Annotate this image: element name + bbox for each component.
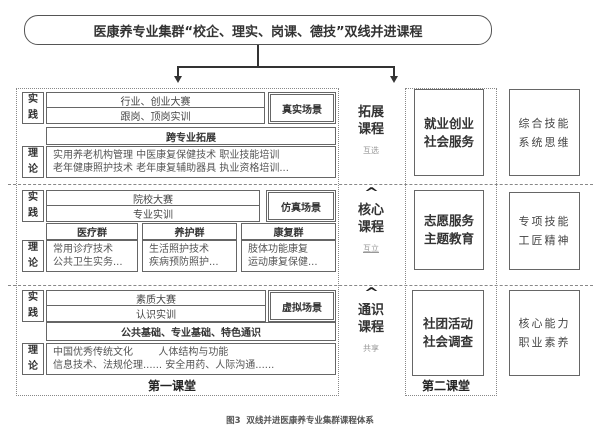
group-courses-care: 生活照护技术 疾病预防照护... (142, 240, 237, 272)
course-level-name: 核心 (357, 203, 384, 218)
label-char: 论 (28, 164, 38, 175)
box-line: 社团活动 (422, 316, 473, 331)
figure-caption: 图3 双线并进医康养专业集群课程体系 (226, 416, 374, 426)
theory-courses: 实用养老机构管理 中医康复保健技术 职业技能培训 老年健康照护技术 老年康复辅助… (46, 146, 336, 178)
theory-label: 理 论 (22, 240, 44, 272)
label-char: 践 (28, 208, 38, 219)
outcome-box: 专项技能 工匠精神 (509, 192, 580, 270)
arrow-down-icon (390, 76, 398, 83)
box-line: 系统思维 (518, 135, 571, 149)
caret-up-icon: ^ (363, 186, 379, 201)
practice-item: 跟岗、顶岗实训 (46, 107, 265, 124)
course-line: 中国优秀传统文化 人体结构与功能 (53, 347, 229, 358)
first-classroom-container (16, 88, 339, 396)
label-char: 理 (28, 148, 38, 159)
practice-label: 实 践 (22, 290, 44, 322)
group-header-rehab: 康复群 (241, 223, 336, 240)
course-level-sub: 互立 (363, 244, 379, 253)
label-char: 践 (28, 308, 38, 319)
course-level-name: 课程 (357, 122, 384, 137)
course-line: 疾病预防照护... (149, 257, 219, 268)
outcome-box: 综合技能 系统思维 (509, 89, 580, 176)
box-line: 专项技能 (518, 215, 571, 228)
box-line: 志愿服务 (423, 213, 474, 228)
box-line: 社会服务 (423, 133, 474, 149)
box-line: 工匠精神 (518, 234, 571, 247)
label-char: 实 (28, 94, 38, 105)
scene-real: 真实场景 (268, 92, 336, 124)
label-char: 实 (28, 192, 38, 203)
label-char: 实 (28, 292, 38, 303)
practice-label: 实 践 (22, 190, 44, 222)
course-level-general: ^ 通识 课程 共享 (348, 286, 394, 357)
theory-label: 理 论 (22, 343, 44, 375)
tier-divider (8, 184, 593, 185)
label-char: 践 (28, 110, 38, 121)
box-line: 职业素养 (518, 336, 571, 349)
group-header-care: 养护群 (142, 223, 237, 240)
course-level-name: 课程 (357, 220, 384, 235)
course-line: 运动康复保健... (248, 257, 318, 268)
label-char: 论 (28, 361, 38, 372)
theory-header: 跨专业拓展 (46, 127, 336, 145)
group-courses-rehab: 肢体功能康复 运动康复保健... (241, 240, 336, 272)
arrow-down-icon (174, 76, 182, 83)
course-level-extension: 拓展 课程 互选 (348, 104, 394, 159)
group-courses-medical: 常用诊疗技术 公共卫生实务... (46, 240, 138, 272)
course-line: 常用诊疗技术 (53, 244, 113, 255)
course-level-name: 通识 (357, 303, 384, 318)
course-level-sub: 共享 (363, 344, 379, 353)
course-level-name: 拓展 (357, 105, 384, 120)
practice-label: 实 践 (22, 92, 44, 124)
box-line: 社会调查 (422, 334, 473, 349)
course-level-core: ^ 核心 课程 互立 (348, 186, 394, 257)
box-line: 综合技能 (518, 116, 571, 130)
course-level-name: 课程 (357, 320, 384, 335)
outcome-box: 核心能力 职业素养 (509, 290, 580, 376)
diagram-title: 医康养专业集群“校企、理实、岗课、德技”双线并进课程 (24, 15, 492, 45)
tier-divider (8, 285, 593, 286)
label-char: 论 (28, 258, 38, 269)
box-line: 核心能力 (518, 317, 571, 330)
practice-item: 素质大赛 (46, 290, 266, 306)
course-level-sub: 互选 (363, 146, 379, 155)
practice-item: 院校大赛 (46, 190, 260, 206)
course-line: 信息技术、法规伦理...... 安全用药、人际沟通...... (53, 360, 275, 371)
practice-item: 专业实训 (46, 205, 260, 222)
second-classroom-box: 社团活动 社会调查 (412, 290, 484, 376)
box-line: 主题教育 (423, 231, 474, 246)
box-line: 就业创业 (423, 115, 474, 131)
second-classroom-box: 就业创业 社会服务 (414, 89, 484, 176)
connector-vertical (257, 45, 259, 67)
course-line: 公共卫生实务... (53, 257, 123, 268)
second-classroom-box: 志愿服务 主题教育 (414, 190, 484, 270)
second-classroom-label: 第二课堂 (422, 379, 471, 393)
practice-item: 行业、创业大赛 (46, 92, 265, 108)
theory-courses: 中国优秀传统文化 人体结构与功能 信息技术、法规伦理...... 安全用药、人际… (46, 343, 336, 375)
course-line: 肢体功能康复 (248, 244, 308, 255)
group-header-medical: 医疗群 (46, 223, 138, 240)
caret-up-icon: ^ (363, 286, 379, 301)
practice-item: 认识实训 (46, 305, 266, 322)
course-line: 实用养老机构管理 中医康复保健技术 职业技能培训 (53, 150, 280, 161)
course-line: 老年健康照护技术 老年康复辅助器具 执业资格培训... (53, 163, 289, 174)
scene-virtual: 虚拟场景 (268, 290, 336, 322)
course-line: 生活照护技术 (149, 244, 209, 255)
connector-right-drop (393, 66, 395, 76)
second-classroom-container (405, 88, 497, 396)
theory-header: 公共基础、专业基础、特色通识 (46, 322, 336, 341)
theory-label: 理 论 (22, 146, 44, 178)
connector-horizontal (177, 66, 394, 68)
label-char: 理 (28, 242, 38, 253)
first-classroom-label: 第一课堂 (148, 379, 197, 393)
scene-simulated: 仿真场景 (266, 190, 336, 222)
connector-left-drop (177, 66, 179, 76)
label-char: 理 (28, 345, 38, 356)
